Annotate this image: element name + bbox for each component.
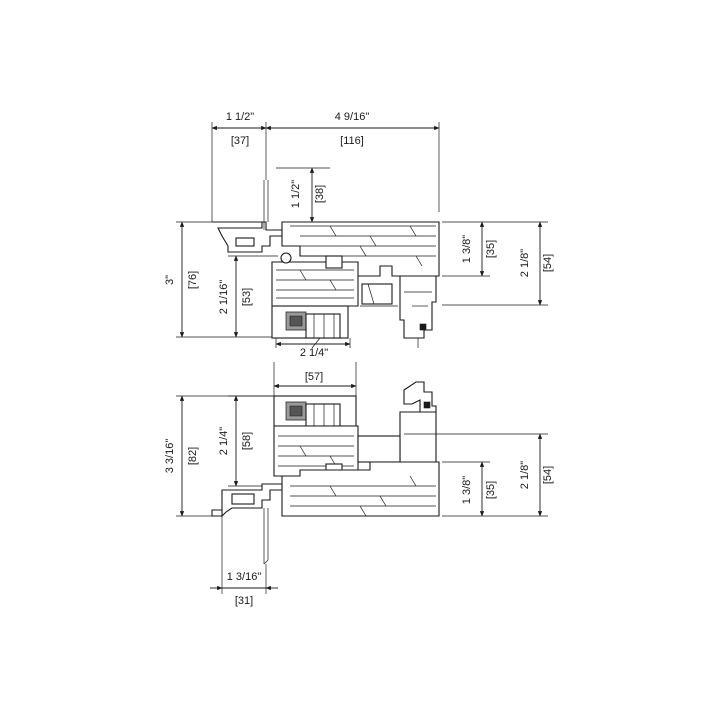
head-height-metric: [76] [187, 271, 199, 289]
sill-glazing-metric: [57] [305, 371, 323, 383]
head-section: 1 1/2" [37] 4 9/16" [116] 1 1/2" [38] 3"… [164, 111, 554, 359]
leaf-overlap-imperial: 1 1/2" [226, 111, 254, 123]
sill-height-metric: [82] [187, 447, 199, 465]
head-height-imperial: 3" [164, 275, 176, 285]
fin-imperial: 1 3/16" [227, 571, 262, 583]
sill-sash-imperial: 2 1/4" [218, 427, 230, 455]
head-glazing-imperial: 2 1/4" [300, 347, 328, 359]
head-right-dimensions: 1 3/8" [35] 2 1/8" [54] [442, 221, 554, 306]
lip-metric: [38] [314, 185, 326, 203]
head-jamb-total-imperial: 2 1/8" [519, 249, 531, 277]
sill-left-dimensions: 3 3/16" [82] 2 1/4" [58] [164, 395, 276, 517]
frame-depth-imperial: 4 9/16" [335, 111, 370, 123]
sill-jamb-lower-metric: [35] [485, 481, 497, 499]
head-jamb-total-metric: [54] [542, 254, 554, 272]
frame-depth-metric: [116] [340, 135, 364, 147]
head-left-dimensions: 3" [76] 2 1/16" [53] [164, 221, 278, 338]
head-jamb-lower-imperial: 1 3/8" [461, 235, 473, 263]
head-sash-metric: [53] [241, 288, 253, 306]
sill-jamb-total-imperial: 2 1/8" [519, 461, 531, 489]
sill-section: [57] 3 3/16" [82] 2 1/4" [58] 1 3/8" [35… [164, 362, 554, 607]
head-jamb-lower-metric: [35] [485, 240, 497, 258]
sill-profile [211, 381, 440, 565]
head-top-dimension: 1 1/2" [37] 4 9/16" [116] [211, 111, 440, 222]
sill-sash-metric: [58] [241, 432, 253, 450]
lip-imperial: 1 1/2" [290, 180, 302, 208]
fin-metric: [31] [235, 595, 253, 607]
sill-fin-dimension: 1 3/16" [31] [210, 516, 278, 607]
sill-right-dimensions: 1 3/8" [35] 2 1/8" [54] [420, 433, 554, 517]
sill-jamb-total-metric: [54] [542, 466, 554, 484]
head-sash-imperial: 2 1/16" [218, 280, 230, 315]
sill-jamb-lower-imperial: 1 3/8" [461, 476, 473, 504]
head-glazing-dimension: 2 1/4" [275, 337, 351, 359]
sill-height-imperial: 3 3/16" [164, 439, 176, 474]
head-profile [212, 180, 440, 348]
head-lip-dimension: 1 1/2" [38] [276, 167, 330, 223]
leaf-overlap-metric: [37] [231, 135, 249, 147]
